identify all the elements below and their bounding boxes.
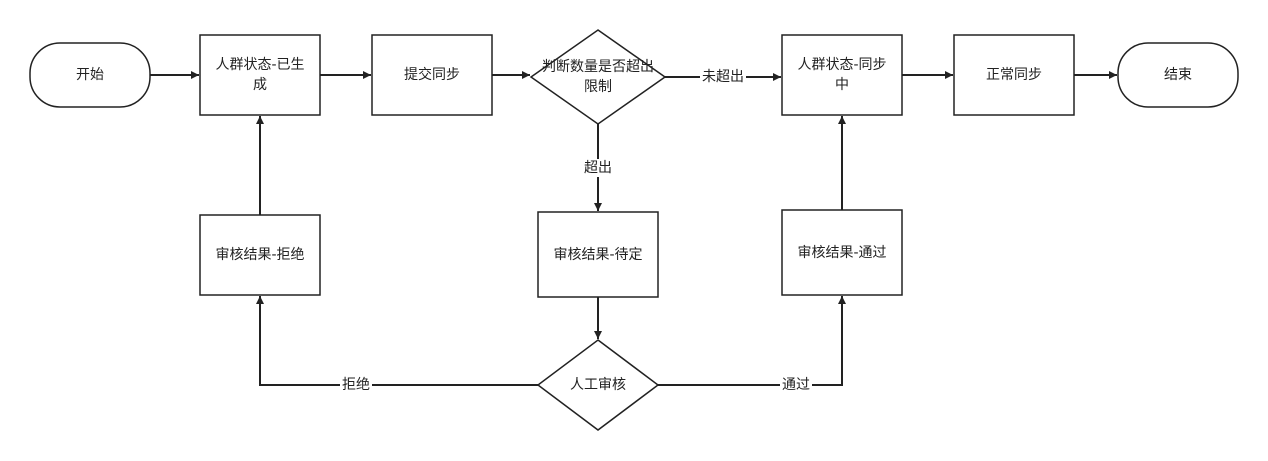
normal-sync-label: 正常同步 — [986, 67, 1042, 83]
generated-box-shape — [199, 34, 321, 116]
edge-manual-to-passed — [658, 296, 846, 386]
syncing-box-shape — [781, 34, 903, 116]
submit-sync-box-shape — [371, 34, 493, 116]
end-terminal-shape — [1117, 42, 1239, 108]
generated-node: 人群状态-已生成 — [200, 35, 320, 115]
edge-manual-to-rejected — [256, 296, 538, 386]
edge-label-exceeded: 超出 — [582, 159, 614, 177]
submit-sync-label: 提交同步 — [404, 67, 460, 83]
start-node: 开始 — [30, 43, 150, 107]
normal-sync-box-shape — [953, 34, 1075, 116]
review-passed-box-shape — [781, 209, 903, 296]
edge-label-reject: 拒绝 — [340, 376, 372, 394]
syncing-label: 人群状态-同步中 — [797, 57, 887, 93]
edge-label-pass: 通过 — [780, 376, 812, 394]
manual-review-diamond-shape — [536, 339, 660, 431]
manual-review-label: 人工审核 — [570, 377, 626, 393]
review-passed-label: 审核结果-通过 — [797, 244, 887, 261]
review-pending-label: 审核结果-待定 — [553, 246, 643, 263]
review-pending-node: 审核结果-待定 — [538, 212, 658, 297]
edge-label-not-exceeded: 未超出 — [700, 68, 746, 86]
review-pending-box-shape — [537, 211, 659, 298]
normal-sync-node: 正常同步 — [954, 35, 1074, 115]
check-limit-node: 判断数量是否超出限制 — [538, 45, 658, 109]
review-rejected-node: 审核结果-拒绝 — [200, 215, 320, 295]
end-node: 结束 — [1118, 43, 1238, 107]
syncing-node: 人群状态-同步中 — [782, 35, 902, 115]
start-label: 开始 — [76, 67, 104, 83]
manual-review-node: 人工审核 — [548, 370, 648, 400]
generated-label: 人群状态-已生成 — [215, 57, 305, 93]
review-rejected-label: 审核结果-拒绝 — [215, 247, 305, 263]
submit-sync-node: 提交同步 — [372, 35, 492, 115]
end-label: 结束 — [1164, 67, 1192, 83]
check-limit-label: 判断数量是否超出限制 — [542, 59, 654, 95]
review-passed-node: 审核结果-通过 — [782, 210, 902, 295]
review-rejected-box-shape — [199, 214, 321, 296]
